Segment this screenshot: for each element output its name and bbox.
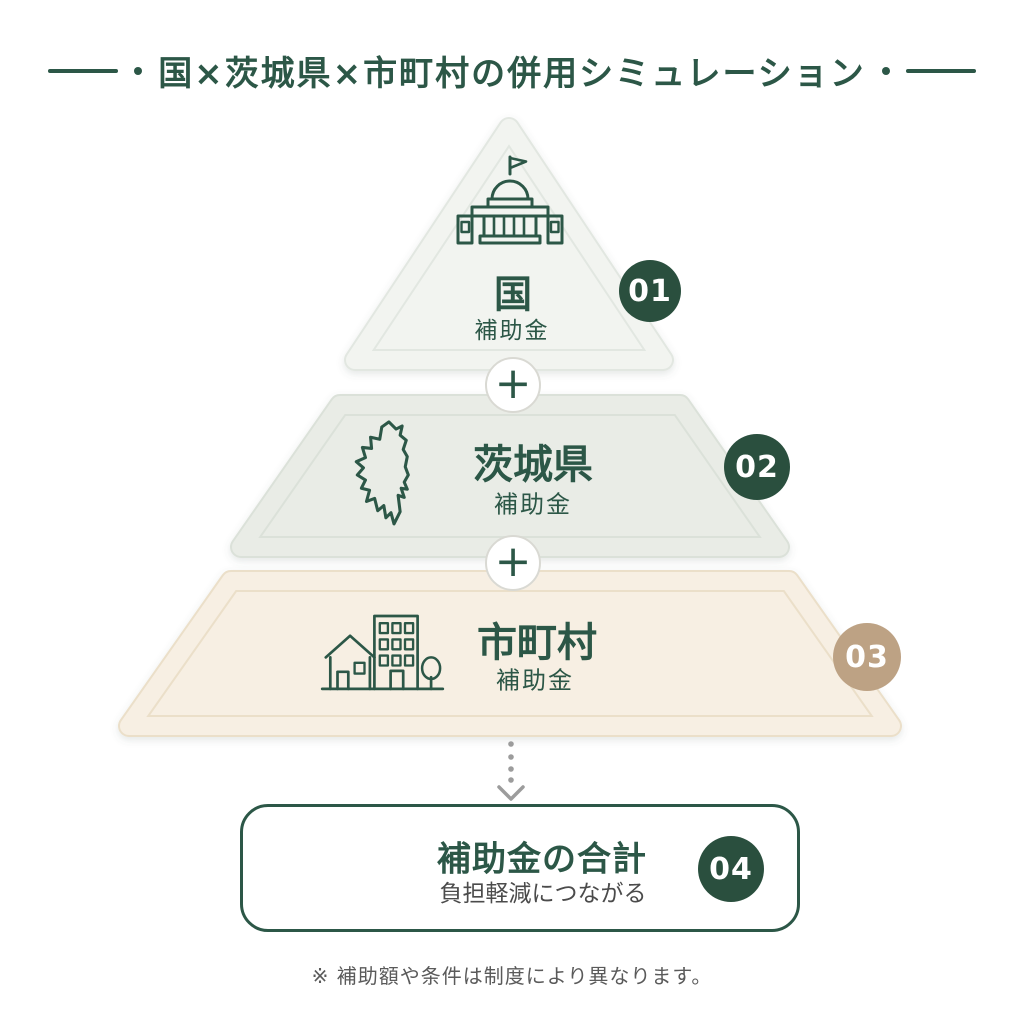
title-dot-left [134,66,143,75]
government-building-icon [456,155,564,245]
footnote: ※ 補助額や条件は制度により異なります。 [311,964,713,988]
step-badge-01: 01 [619,260,681,322]
page-title: 国×茨城県×市町村の併用シミュレーション [158,54,866,94]
tier3-sublabel: 補助金 [496,666,574,695]
step-badge-02: 02 [724,434,790,500]
title-line-right [905,68,976,73]
title-dot-right [881,66,890,75]
tier3-shape [118,570,902,737]
ibaraki-map-icon [354,420,410,526]
tier2-label: 茨城県 [473,442,593,488]
down-arrow-icon [497,741,525,801]
plus-circle-2 [485,535,541,591]
title-row: 国×茨城県×市町村の併用シミュレーション [0,46,1024,95]
tier2-shape [230,394,790,558]
tier2-sublabel: 補助金 [494,490,572,519]
tier1-label: 国 [493,272,533,317]
total-label: 補助金の合計 [437,839,647,880]
step-badge-04: 04 [698,836,764,902]
tier3-label: 市町村 [477,620,597,666]
plus-connector-2: + [494,536,532,587]
plus-circle-1 [485,357,541,413]
plus-connector-1: + [494,358,532,409]
step-badge-03: 03 [833,623,901,691]
title-line-left [48,68,119,73]
town-buildings-icon [320,614,445,691]
tier1-sublabel: 補助金 [474,318,550,344]
total-sublabel: 負担軽減につながる [439,881,647,907]
